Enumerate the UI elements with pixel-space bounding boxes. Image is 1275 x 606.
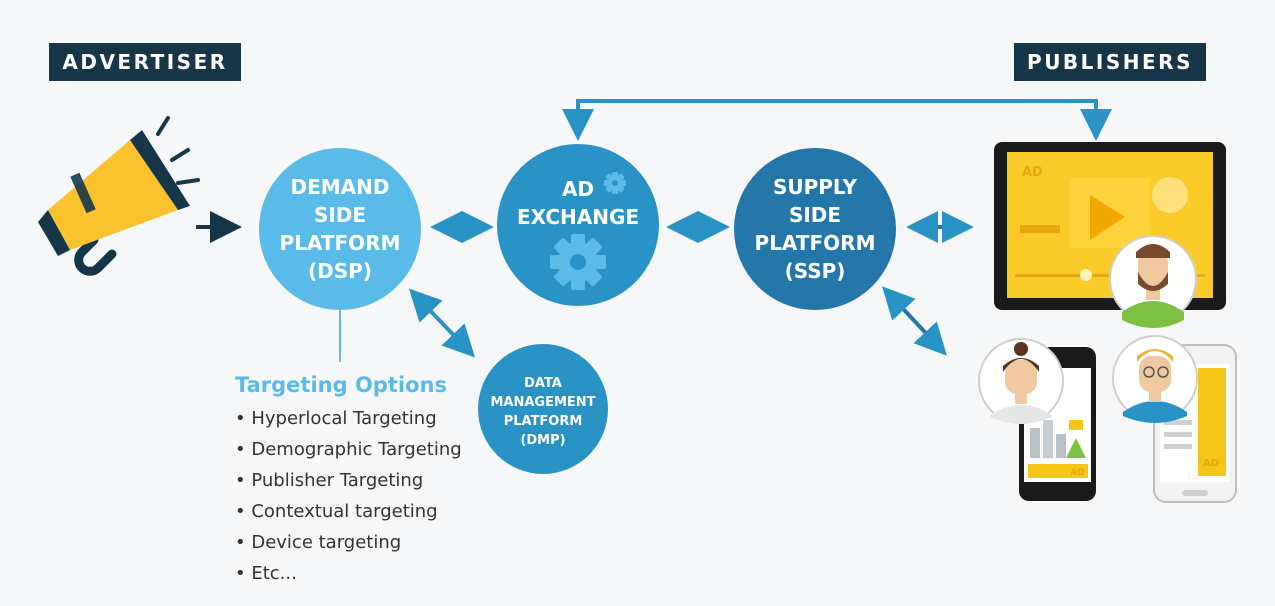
list-item: Etc... [235, 558, 462, 589]
woman-avatar [978, 338, 1064, 424]
list-item: Contextual targeting [235, 496, 462, 527]
dmp-label-line-3: PLATFORM [504, 414, 583, 429]
ad-exchange-label-line-2: EXCHANGE [517, 205, 639, 229]
advertiser-label: ADVERTISER [49, 43, 241, 81]
dmp-label-line-1: DATA [524, 376, 562, 391]
dsp-label-line-4: (DSP) [308, 259, 372, 283]
dmp-node: DATA MANAGEMENT PLATFORM (DMP) [478, 344, 608, 474]
small-gear-icon [604, 172, 626, 194]
ssp-label-line-3: PLATFORM [755, 231, 876, 255]
phone1-ad-label: AD [1070, 468, 1084, 478]
megaphone-icon [38, 116, 200, 276]
dsp-label-line-2: SIDE [314, 203, 366, 227]
ssp-label-line-1: SUPPLY [773, 175, 858, 199]
ssp-mobile-arrow [882, 286, 947, 356]
blonde-man-avatar [1112, 335, 1198, 423]
dmp-label-line-4: (DMP) [520, 433, 565, 448]
ad-exchange-label-line-1: AD [562, 177, 594, 201]
list-item: Publisher Targeting [235, 465, 462, 496]
gear-icon [550, 234, 606, 290]
dmp-label-line-2: MANAGEMENT [490, 395, 595, 410]
ad-exchange-node: AD EXCHANGE [497, 144, 659, 306]
phone2-ad-label: AD [1203, 458, 1219, 469]
list-item: Device targeting [235, 527, 462, 558]
ssp-label-line-2: SIDE [789, 203, 841, 227]
list-item: Hyperlocal Targeting [235, 403, 462, 434]
publishers-label: PUBLISHERS [1014, 43, 1206, 81]
targeting-list: Hyperlocal Targeting Demographic Targeti… [235, 403, 462, 589]
exchange-publisher-feedback-arrow [562, 99, 1112, 141]
tablet-ad-label: AD [1022, 165, 1043, 180]
dsp-dmp-arrow [408, 288, 476, 358]
list-item: Demographic Targeting [235, 434, 461, 465]
dsp-label-line-1: DEMAND [291, 175, 390, 199]
dsp-label-line-3: PLATFORM [280, 231, 401, 255]
targeting-title: Targeting Options [235, 373, 447, 397]
dsp-node: DEMAND SIDE PLATFORM (DSP) [259, 148, 421, 310]
ssp-node: SUPPLY SIDE PLATFORM (SSP) [734, 148, 896, 310]
man-avatar [1109, 235, 1197, 328]
targeting-options: Targeting Options Hyperlocal Targeting D… [235, 373, 462, 589]
ssp-label-line-4: (SSP) [785, 259, 846, 283]
